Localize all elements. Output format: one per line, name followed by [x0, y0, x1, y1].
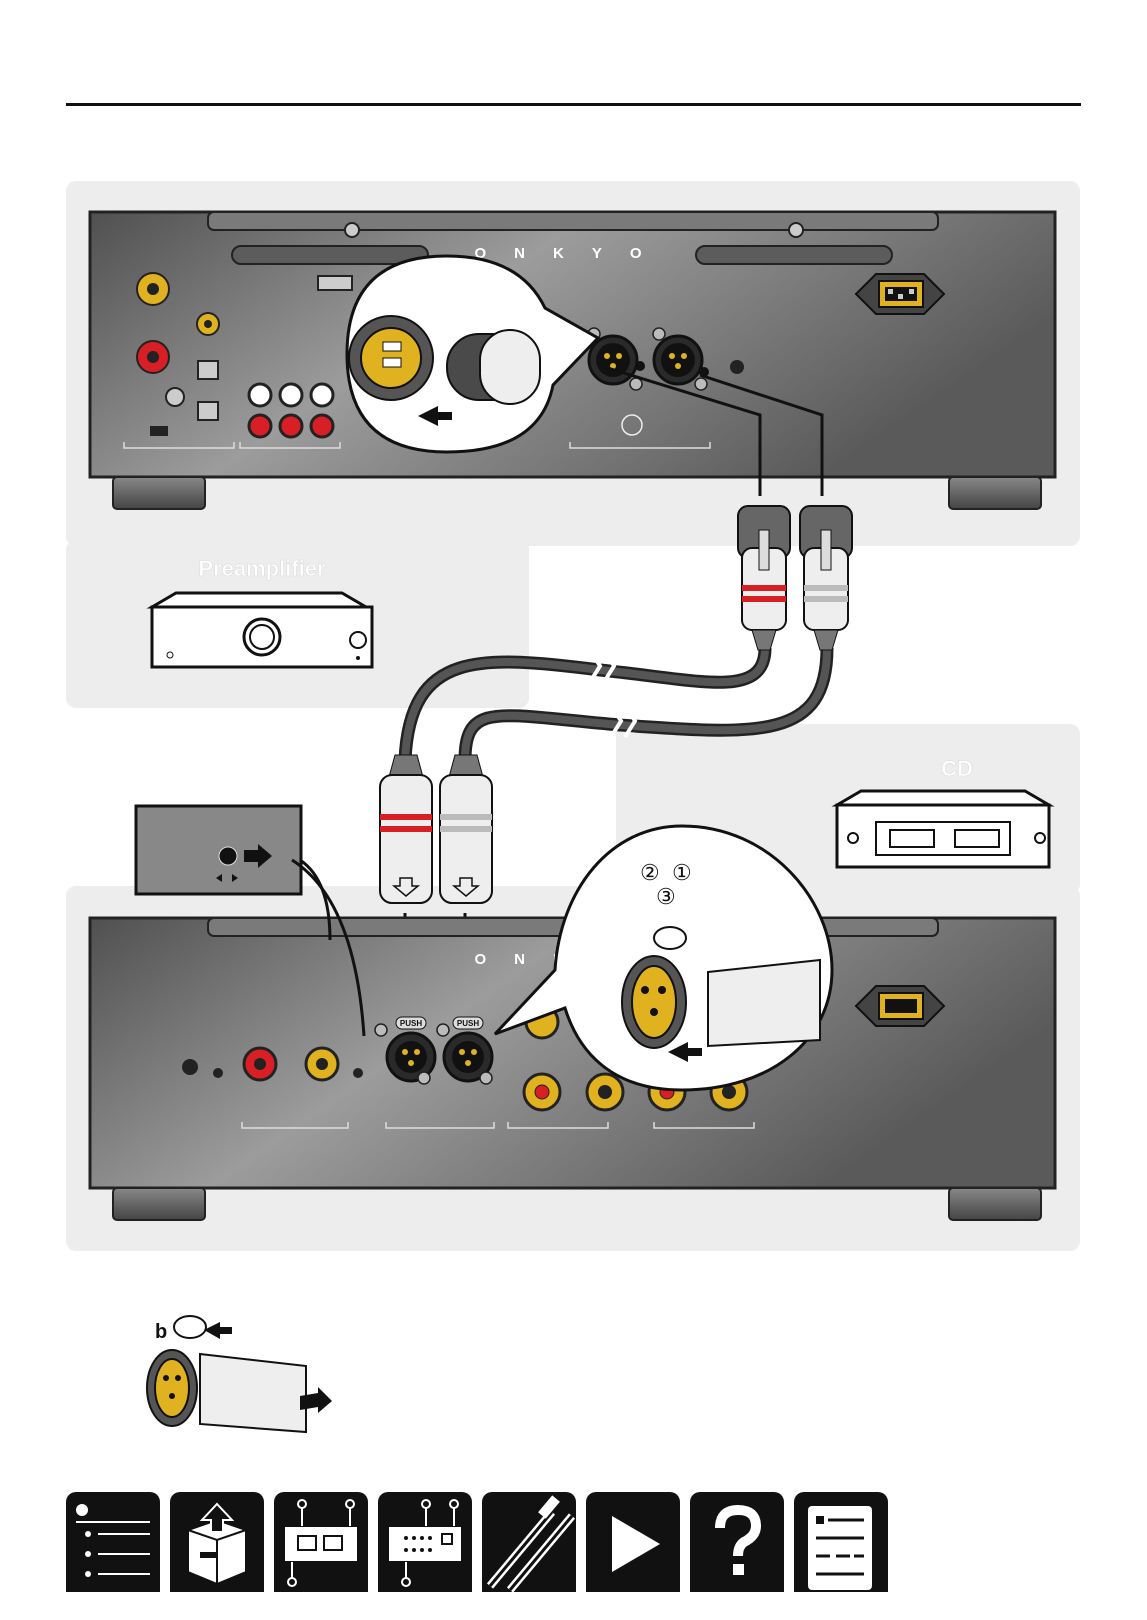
switch-icon: [213, 1068, 223, 1078]
preamplifier-label: Preamplifier: [198, 556, 326, 581]
front-panel-icon: [274, 1492, 368, 1592]
nav-appendix-button[interactable]: [794, 1492, 888, 1592]
antenna-right-icon: [696, 246, 892, 264]
nav-contents-button[interactable]: [66, 1492, 160, 1592]
nav-connections-button[interactable]: [482, 1492, 576, 1592]
nav-troubleshooting-button[interactable]: [690, 1492, 784, 1592]
release-step-label: b: [155, 1321, 167, 1343]
xlr-female-plug-red: [738, 506, 790, 650]
navigation-bar: [66, 1492, 896, 1592]
push-label: PUSH: [457, 1019, 479, 1028]
xlr-male-plug-white: [440, 755, 492, 903]
appendix-document-icon: [794, 1492, 888, 1592]
switch-icon: [353, 1068, 363, 1078]
ground-terminal-icon: [166, 388, 184, 406]
optical-port-icon: [198, 402, 218, 420]
playback-icon: [586, 1492, 680, 1592]
connections-cable-icon: [482, 1492, 576, 1592]
pin-1-label: ①: [672, 860, 692, 885]
screw-icon: [345, 223, 359, 237]
optical-port-icon: [198, 361, 218, 379]
trigger-jack-icon: [182, 1059, 198, 1075]
network-player-rear-panel: ONKYO: [90, 212, 1055, 509]
xlr-release-illustration: b: [147, 1316, 332, 1432]
unpacking-box-icon: [170, 1492, 264, 1592]
nav-rear-panel-button[interactable]: [378, 1492, 472, 1592]
switch-icon: [150, 426, 168, 436]
xlr-female-plug-white: [800, 506, 852, 650]
toggle-switch-icon: [219, 847, 237, 865]
hdmi-port-icon: [318, 276, 352, 290]
troubleshooting-icon: [690, 1492, 784, 1592]
foot-icon: [113, 477, 205, 509]
ac-inlet-icon: [856, 986, 944, 1026]
trigger-jack-icon: [730, 360, 744, 374]
screw-icon: [789, 223, 803, 237]
ac-inlet-icon: [856, 274, 944, 314]
preamplifier-device-icon: [152, 593, 372, 667]
xlr-male-plug-red: [380, 755, 432, 903]
foot-icon: [949, 477, 1041, 509]
push-label: PUSH: [400, 1019, 422, 1028]
nav-playback-button[interactable]: [586, 1492, 680, 1592]
cd-label: CD: [941, 756, 973, 781]
foot-icon: [113, 1188, 205, 1220]
cd-player-device-icon: [837, 791, 1049, 867]
antenna-left-icon: [232, 246, 428, 264]
pin-2-label: ②: [640, 860, 660, 885]
rear-panel-icon: [378, 1492, 472, 1592]
contents-list-icon: [66, 1492, 160, 1592]
nav-unpacking-button[interactable]: [170, 1492, 264, 1592]
brand-logo-top: ONKYO: [474, 245, 669, 262]
foot-icon: [949, 1188, 1041, 1220]
nav-front-panel-button[interactable]: [274, 1492, 368, 1592]
pin-3-label: ③: [656, 884, 676, 909]
